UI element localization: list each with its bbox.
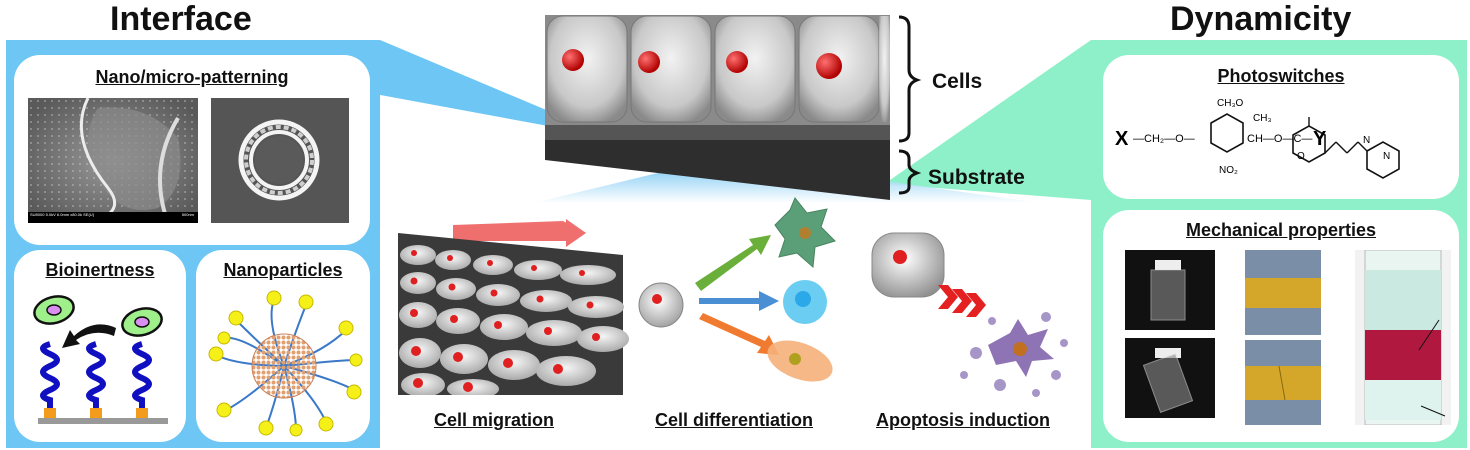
chem-ch2o: —CH₂—O— — [1133, 133, 1195, 145]
cell-differentiation-label: Cell differentiation — [655, 410, 814, 430]
cells-on-substrate — [545, 15, 890, 200]
chem-carbonyl-o: O — [1297, 151, 1305, 162]
nanoparticles-card: Nanoparticles — [196, 250, 370, 442]
nanoparticle-illustration — [208, 290, 363, 437]
mechanical-card: Mechanical properties — [1103, 210, 1459, 442]
substrate-label: Substrate — [928, 166, 1025, 189]
chem-och3: CH₃O — [1217, 98, 1244, 109]
cell-differentiation-illustration — [638, 197, 836, 382]
cells-label: Cells — [932, 70, 983, 93]
sem-scale: 500nm — [181, 212, 194, 217]
gel-strip-photo-2 — [1245, 340, 1321, 425]
mechanical-title: Mechanical properties — [1185, 220, 1377, 240]
vial-photo-2 — [1125, 338, 1215, 418]
chem-ch-o-c: CH—O—C— — [1247, 133, 1313, 145]
cell-migration-illustration — [398, 219, 629, 395]
cell-migration-label: Cell migration — [434, 410, 555, 430]
photoswitch-structures — [1210, 113, 1400, 179]
sem-caption: SU8000 5.0kV 6.0mm x80.0k SE(U) — [30, 212, 95, 217]
vial-photo-1 — [1125, 250, 1215, 330]
photoswitches-title: Photoswitches — [1217, 66, 1345, 86]
sem-image: SU8000 5.0kV 6.0mm x80.0k SE(U) 500nm — [28, 98, 198, 223]
braces — [898, 15, 922, 195]
chem-ch3: CH₃ — [1253, 113, 1272, 124]
micro-ring-image — [211, 98, 349, 223]
photoswitches-card: Photoswitches X —CH₂—O— CH₃O CH₃ CH—O—C—… — [1103, 55, 1459, 199]
chem-y: Y — [1313, 128, 1327, 150]
micro-ring — [211, 98, 349, 223]
bioinertness-title: Bioinertness — [45, 260, 155, 280]
bioinertness-illustration — [33, 295, 168, 424]
gel-strip-photo-1 — [1245, 250, 1321, 335]
dynamicity-title: Dynamicity — [1170, 0, 1352, 38]
chem-n2: N — [1383, 151, 1391, 162]
apoptosis-illustration — [871, 232, 1068, 397]
nano-micro-card: Nano/micro-patterning SU8000 5.0kV 6.0mm… — [14, 55, 370, 245]
apoptosis-induction-label: Apoptosis induction — [876, 410, 1050, 430]
chem-n1: N — [1363, 135, 1371, 146]
chem-x: X — [1115, 128, 1129, 150]
bioinertness-card: Bioinertness — [14, 250, 186, 442]
sem-texture — [28, 98, 198, 223]
chem-no2: NO₂ — [1219, 165, 1238, 176]
interface-title: Interface — [110, 0, 252, 38]
layered-vial-photo — [1355, 249, 1451, 426]
nano-micro-title: Nano/micro-patterning — [95, 67, 289, 87]
nanoparticles-title: Nanoparticles — [223, 260, 343, 280]
